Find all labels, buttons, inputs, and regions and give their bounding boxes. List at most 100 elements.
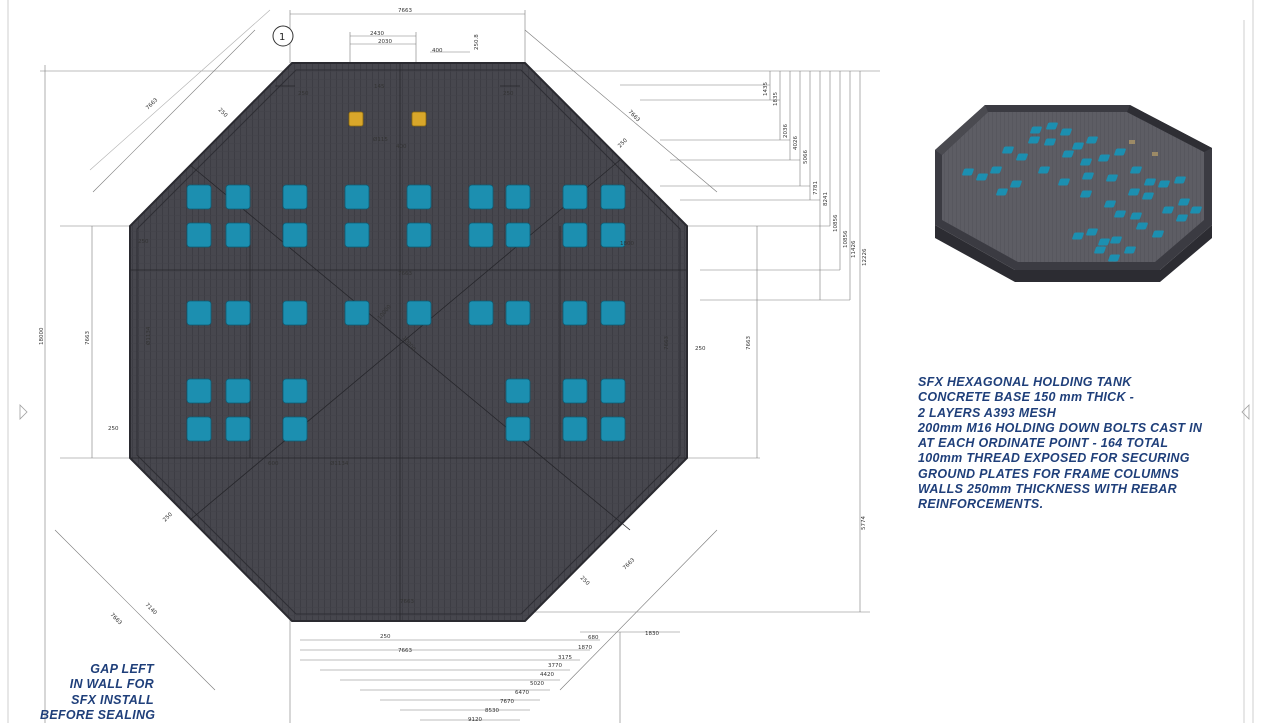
column-pads <box>186 184 626 442</box>
iso-column-pad <box>1128 188 1140 196</box>
sheet-frame-ticks <box>19 404 1250 420</box>
note-line: 200mm M16 HOLDING DOWN BOLTS CAST IN <box>918 420 1203 435</box>
dim-label: 3770 <box>548 663 562 669</box>
dim-label: 5020 <box>530 681 544 687</box>
iso-column-pad <box>1044 138 1056 146</box>
gap-note-line: SFX INSTALL <box>71 692 154 707</box>
column-pad <box>468 184 494 210</box>
column-pad <box>344 184 370 210</box>
iso-column-pad <box>1158 180 1170 188</box>
dim-label: 250 <box>695 346 706 352</box>
column-pad <box>186 184 212 210</box>
dim-label: Ø1134 <box>145 326 152 345</box>
dim-label: 250 <box>579 575 591 587</box>
column-pad <box>225 300 251 326</box>
dim-label: 7663 <box>622 557 636 571</box>
dim-label: 4026 <box>793 136 799 150</box>
dim-label: 2030 <box>378 39 392 45</box>
iso-column-pad <box>1130 212 1142 220</box>
dim-label: 250 <box>503 91 514 97</box>
dim-label: 7663 <box>398 8 412 14</box>
iso-column-pad <box>1104 200 1116 208</box>
iso-bolt-plate <box>1152 152 1158 156</box>
dim-label: 5774 <box>861 516 867 530</box>
note-line: AT EACH ORDINATE POINT - 164 TOTAL <box>918 436 1169 451</box>
bolt-plate <box>411 111 427 127</box>
column-pad <box>468 222 494 248</box>
dim-label: 400 <box>396 144 407 150</box>
dim-label: 8530 <box>485 708 499 714</box>
iso-column-pad <box>1136 222 1148 230</box>
column-pad <box>282 222 308 248</box>
column-pad <box>562 222 588 248</box>
iso-column-pad <box>1010 180 1022 188</box>
dim-label: 250 <box>380 634 391 640</box>
column-pad <box>282 300 308 326</box>
iso-column-pad <box>1106 174 1118 182</box>
column-pad <box>225 378 251 404</box>
view-marker-number: 1 <box>279 32 285 43</box>
iso-column-pad <box>1046 122 1058 130</box>
column-pad <box>406 222 432 248</box>
dim-label: 680 <box>588 635 599 641</box>
iso-column-pad <box>1072 142 1084 150</box>
specification-notes: SFX HEXAGONAL HOLDING TANK CONCRETE BASE… <box>918 375 1202 513</box>
note-line: 100mm THREAD EXPOSED FOR SECURING <box>918 451 1190 466</box>
gap-note-line: BEFORE SEALING <box>40 707 156 722</box>
dim-label: 250.8 <box>474 34 480 50</box>
dim-label: 250 <box>298 91 309 97</box>
column-pad <box>505 300 531 326</box>
dim-label: 400 <box>432 48 443 54</box>
note-line: REINFORCEMENTS. <box>918 497 1044 512</box>
column-pad <box>186 300 212 326</box>
iso-column-pad <box>1190 206 1202 214</box>
dim-label: 7663 <box>664 336 670 350</box>
dim-label: 7670 <box>500 699 514 705</box>
dim-label: 10856 <box>833 214 839 232</box>
iso-column-pad <box>962 168 974 176</box>
dim-label: 7663 <box>400 599 414 605</box>
iso-column-pad <box>1086 136 1098 144</box>
iso-column-pad <box>1062 150 1074 158</box>
dim-label: Ø1134 <box>330 460 349 467</box>
iso-column-pads <box>962 122 1202 262</box>
dim-label: 7140 <box>144 602 158 616</box>
dim-label: 7663 <box>746 336 752 350</box>
column-pad <box>282 378 308 404</box>
iso-column-pad <box>1002 146 1014 154</box>
column-pad <box>344 222 370 248</box>
dim-label: 1870 <box>578 645 592 651</box>
iso-column-pad <box>1110 236 1122 244</box>
iso-column-pad <box>1124 246 1136 254</box>
iso-column-pad <box>1098 238 1110 246</box>
dim-label: 250 <box>138 239 149 245</box>
dim-label: 1835 <box>773 92 779 106</box>
column-pad <box>282 184 308 210</box>
iso-column-pad <box>1060 128 1072 136</box>
octagon-base-plan <box>129 62 688 622</box>
column-pad <box>600 416 626 442</box>
dim-label: 12226 <box>862 248 868 266</box>
iso-column-pad <box>976 173 988 181</box>
dim-label: 145 <box>374 84 385 90</box>
iso-column-pad <box>1094 246 1106 254</box>
dim-label: 9120 <box>468 717 482 723</box>
note-line: 2 LAYERS A393 MESH <box>918 405 1057 420</box>
column-pad <box>505 416 531 442</box>
bolt-plate <box>348 111 364 127</box>
column-pad <box>282 416 308 442</box>
dim-label: Ø115 <box>373 136 388 143</box>
iso-column-pad <box>1114 148 1126 156</box>
iso-column-pad <box>1082 172 1094 180</box>
column-pad <box>562 416 588 442</box>
dim-label: 11426 <box>851 240 857 258</box>
octagon-wall-inner <box>136 69 681 615</box>
dim-label: 8241 <box>823 192 829 206</box>
plan-diagonals <box>130 63 687 621</box>
iso-column-pad <box>1108 254 1120 262</box>
iso-column-pad <box>1178 198 1190 206</box>
gap-note-line: GAP LEFT <box>90 662 154 676</box>
dim-label: 18000 <box>39 327 45 345</box>
dim-label: 7663 <box>398 271 412 277</box>
